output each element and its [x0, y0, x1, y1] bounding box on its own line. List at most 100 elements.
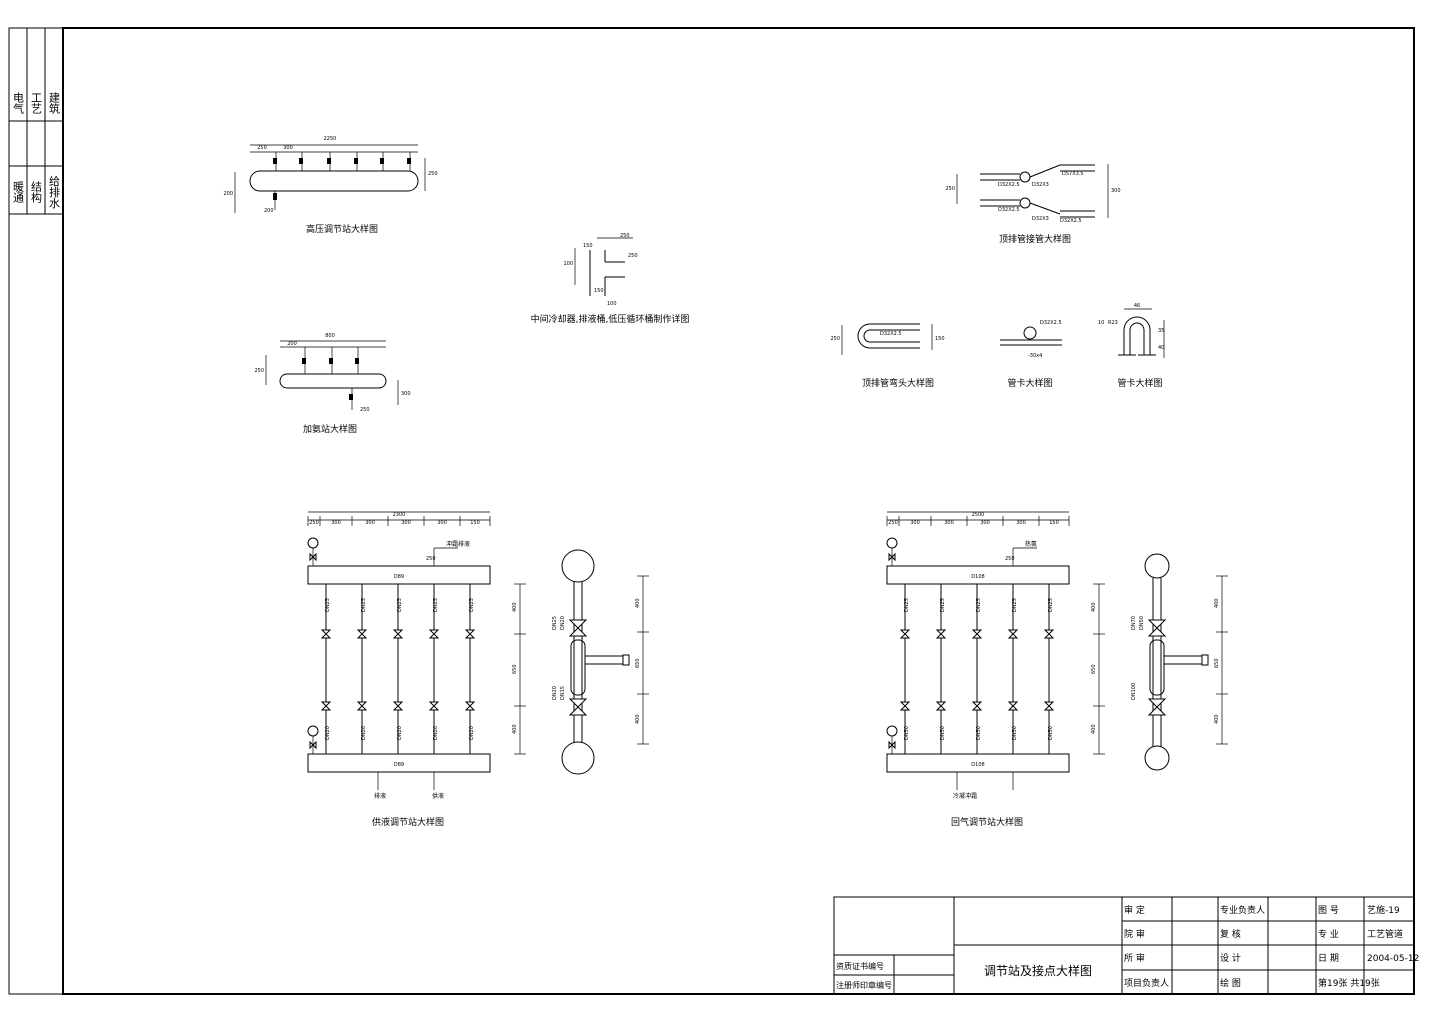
branch-label-low: DN20: [469, 726, 475, 740]
inner-frame: [62, 27, 1415, 995]
svg-text:D32X3: D32X3: [1032, 216, 1049, 222]
title-block: 资质证书编号 注册师印章编号 调节站及接点大样图 审 定院 审所 审项目负责人专…: [833, 896, 1419, 995]
svg-text:250: 250: [628, 253, 638, 259]
svg-text:10: 10: [1098, 320, 1104, 326]
side-header-bottom: [561, 741, 595, 775]
detail-elbow: D32X2.5 250 150 顶排管弯头大样图: [830, 323, 945, 389]
branch-label-low: DN50: [1012, 726, 1018, 740]
tb-col_b-3: 绘 图: [1220, 977, 1241, 989]
dim-total: 2500: [972, 512, 985, 518]
detail-small-part: 150 250 100 250 150 100 中间冷却器,排液桶,低压循环桶制…: [531, 233, 690, 325]
svg-text:D32X2.5: D32X2.5: [998, 182, 1020, 188]
title-high-pressure: 高压调节站大样图: [306, 223, 378, 235]
svg-text:100: 100: [563, 261, 573, 267]
dim-top-0: 250: [309, 520, 319, 526]
header-bottom: [886, 753, 1070, 773]
note-bottom-0: 排液: [374, 792, 386, 800]
tb-col_a-2: 所 审: [1124, 952, 1145, 964]
svg-text:35: 35: [1158, 328, 1164, 334]
svg-text:400: 400: [1214, 598, 1220, 608]
dim-top-5: 150: [1049, 520, 1059, 526]
svg-text:100: 100: [607, 301, 617, 307]
svg-text:D32X2.5: D32X2.5: [1040, 320, 1062, 326]
dim-top-2: 300: [365, 520, 375, 526]
branch-label: DN25: [361, 598, 367, 612]
dim-top-4: 300: [1016, 520, 1026, 526]
svg-text:300: 300: [1111, 188, 1121, 194]
stamp-electric: 电气: [12, 92, 25, 114]
stamp-hvac: 暖通: [12, 181, 25, 203]
side-header-top: [561, 549, 595, 583]
branch-label: DN25: [325, 598, 331, 612]
detail-clamp-1: D32X2.5 -30x4 管卡大样图: [1000, 320, 1062, 389]
svg-text:D32X3: D32X3: [1032, 182, 1049, 188]
detail-top-pipe: D32X2.5 D57X3.5 D32X3 D32X2.5 D32X3 D32X…: [945, 164, 1121, 245]
side-label: DN20: [560, 616, 566, 630]
branch-label: DN25: [1048, 598, 1054, 612]
branch-label: DN25: [904, 598, 910, 612]
branch-label-low: DN20: [433, 726, 439, 740]
title-top-pipe: 顶排管接管大样图: [999, 233, 1071, 245]
dim-top-5: 150: [470, 520, 480, 526]
outer-frame: [8, 27, 1415, 995]
side-label: DN15: [560, 686, 566, 700]
dim-top-1: 300: [331, 520, 341, 526]
svg-text:650: 650: [635, 658, 641, 668]
title-small-part: 中间冷却器,排液桶,低压循环桶制作详图: [531, 313, 690, 325]
note-top: 热氨: [1025, 540, 1037, 548]
svg-text:650: 650: [1091, 664, 1097, 674]
stamp-architecture: 建筑: [48, 91, 61, 114]
tb-col_a-0: 审 定: [1124, 904, 1145, 916]
station-title: 回气调节站大样图: [951, 816, 1023, 828]
tb-col_a-1: 院 审: [1124, 928, 1145, 940]
side-stamp: 电气 暖通 工艺 结构 建筑 给排水: [8, 27, 64, 215]
gauge-icon: [886, 537, 898, 549]
branch-label: DN25: [397, 598, 403, 612]
svg-text:R23: R23: [1108, 320, 1118, 326]
svg-text:46: 46: [1134, 303, 1140, 309]
tb-col_d-0: 艺施-19: [1367, 904, 1400, 916]
branch-label: DN25: [433, 598, 439, 612]
side-label: DN25: [552, 616, 558, 630]
svg-text:300: 300: [401, 391, 411, 397]
svg-text:400: 400: [1214, 714, 1220, 724]
svg-text:-30x4: -30x4: [1028, 353, 1042, 359]
gauge-icon: [307, 537, 319, 549]
detail-high-pressure: 2250 250 300 200 250 200 高压调节站大样图: [223, 136, 437, 235]
svg-text:400: 400: [512, 602, 518, 612]
svg-text:800: 800: [325, 333, 335, 339]
svg-text:150: 150: [594, 288, 604, 294]
title-clamp-2: 管卡大样图: [1117, 377, 1162, 389]
title-ammonia-station: 加氨站大样图: [303, 423, 357, 435]
svg-text:D108: D108: [971, 574, 984, 580]
svg-text:250: 250: [945, 186, 955, 192]
dim-total: 2300: [393, 512, 406, 518]
dim-top-3: 300: [401, 520, 411, 526]
side-label: DN50: [1139, 616, 1145, 630]
stamp-process: 工艺: [30, 92, 43, 114]
header-bottom: [307, 753, 491, 773]
detail-clamp-2: 46 R23 35 40 10 管卡大样图: [1098, 303, 1164, 389]
svg-text:250: 250: [620, 233, 630, 239]
note-top: 冲霜排液: [446, 540, 470, 548]
svg-text:250: 250: [360, 407, 370, 413]
side-label: DN100: [1131, 683, 1137, 700]
side-header-top: [1144, 553, 1170, 579]
stamp-plumbing: 给排水: [48, 175, 61, 208]
svg-text:40: 40: [1158, 345, 1164, 351]
tb-col_c-2: 日 期: [1318, 953, 1339, 964]
dim-top-0: 250: [888, 520, 898, 526]
branch-label-low: DN20: [325, 726, 331, 740]
branch-label: DN25: [469, 598, 475, 612]
tb-col_d-1: 工艺管道: [1367, 928, 1403, 940]
dim-top-1: 300: [910, 520, 920, 526]
svg-text:650: 650: [512, 664, 518, 674]
svg-text:D32X2.5: D32X2.5: [998, 207, 1020, 213]
tb-drawing-name: 调节站及接点大样图: [984, 963, 1092, 978]
svg-text:D89: D89: [394, 574, 404, 580]
svg-text:250: 250: [1005, 556, 1015, 562]
gauge-icon: [307, 725, 319, 737]
